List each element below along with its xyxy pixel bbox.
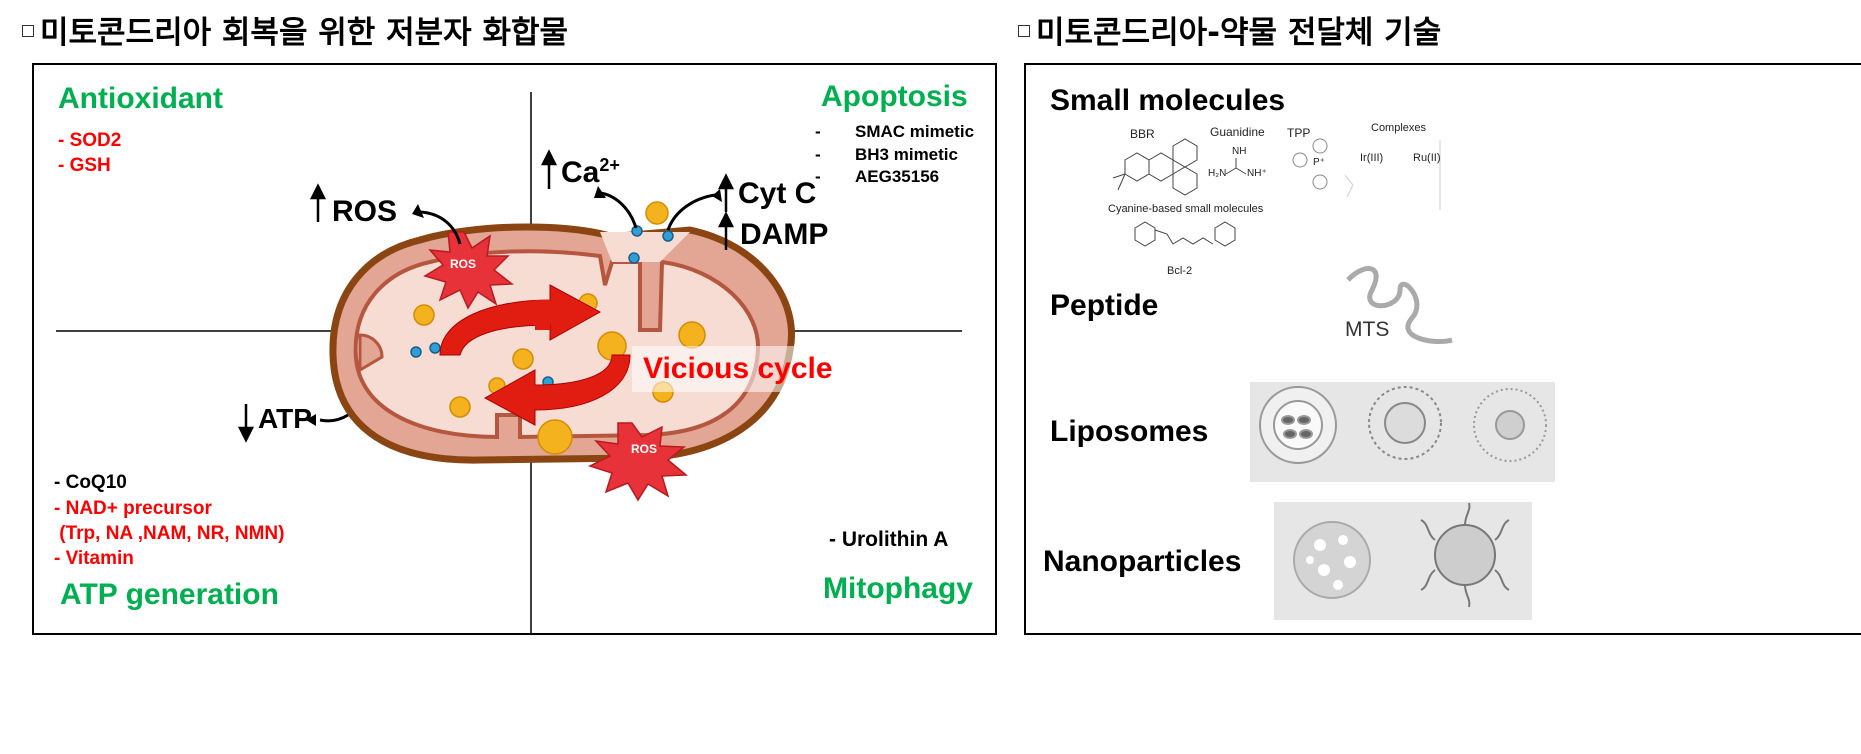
antioxidant-item-sod2: - SOD2 (58, 130, 122, 151)
mitochondria-diagram (56, 92, 962, 634)
nanoparticles-title: Nanoparticles (1043, 545, 1242, 578)
damp-label: DAMP (740, 218, 829, 251)
left-heading-text: 미토콘드리아 회복을 위한 저분자 화합물 (40, 15, 569, 51)
atp-item-nad: - NAD+ precursor (54, 498, 212, 519)
mitophagy-item-urolithin: - Urolithin A (829, 528, 949, 551)
atp-item-vitamin: - Vitamin (54, 548, 134, 569)
guanidine-structure (1225, 158, 1247, 175)
nanoparticle-1 (1293, 521, 1371, 599)
ros-increase-label: ROS (332, 195, 398, 228)
mts-peptide-squiggle (1346, 266, 1453, 345)
tpp-label: TPP (1287, 126, 1311, 140)
indicator-arrows (237, 149, 735, 443)
tpp-structure (1292, 138, 1328, 190)
apoptosis-dash-3: - (815, 167, 821, 186)
tpp-p-plus-label: P⁺ (1313, 157, 1325, 168)
apoptosis-item-aeg: AEG35156 (855, 167, 940, 186)
ros-burst-lower (588, 422, 688, 502)
atp-generation-title: ATP generation (60, 578, 279, 611)
square-bullet-icon (1018, 25, 1030, 37)
mitophagy-title: Mitophagy (823, 572, 973, 605)
bcl2-label: Bcl-2 (1167, 265, 1193, 277)
vicious-cycle-label: Vicious cycle (643, 352, 833, 385)
release-arrows (319, 191, 716, 423)
liposome-2 (1368, 386, 1442, 460)
right-panel-graphics (1112, 138, 1555, 620)
calcium-charge: 2+ (599, 155, 620, 175)
guanidine-h2n-label: H₂N (1208, 168, 1227, 179)
ros-burst-upper-label: ROS (450, 257, 477, 271)
liposome-1 (1259, 386, 1337, 464)
mts-label: MTS (1345, 318, 1390, 341)
arrowheads (306, 186, 722, 426)
cyanine-label: Cyanine-based small molecules (1108, 203, 1264, 215)
left-panel-box (32, 63, 997, 635)
bbr-structure (1112, 138, 1198, 196)
ru-label: Ru(II) (1413, 152, 1441, 164)
guanidine-nh-label: NH (1232, 146, 1247, 157)
guanidine-nh-plus-label: NH⁺ (1247, 168, 1267, 179)
cyanine-structure (1134, 221, 1236, 247)
apoptosis-dash-2: - (815, 145, 821, 164)
atp-decrease-label: ATP (258, 403, 312, 434)
ros-burst-lower-label: ROS (631, 442, 658, 456)
right-panel-box (1024, 63, 1861, 635)
apoptosis-dash-1: - (815, 122, 821, 141)
cycle-arrow-bottom (483, 354, 631, 426)
square-bullet-icon (22, 25, 34, 37)
left-panel-heading: 미토콘드리아 회복을 위한 저분자 화합물 (22, 18, 568, 49)
liposome-3 (1473, 388, 1547, 462)
complexes-structure (1344, 140, 1441, 210)
ros-burst-upper (423, 231, 515, 310)
liposomes-title: Liposomes (1050, 415, 1209, 448)
cyt-c-label: Cyt C (738, 177, 817, 210)
right-panel-heading: 미토콘드리아-약물 전달체 기술 (1018, 18, 1441, 49)
bbr-label: BBR (1130, 127, 1155, 141)
atp-item-precursors: (Trp, NA ,NAM, NR, NMN) (54, 523, 285, 544)
nanoparticle-2 (1420, 502, 1510, 608)
atp-item-coq10: - CoQ10 (54, 472, 127, 493)
right-heading-text: 미토콘드리아-약물 전달체 기술 (1036, 15, 1442, 51)
antioxidant-item-gsh: - GSH (58, 155, 111, 176)
guanidine-label: Guanidine (1210, 125, 1265, 139)
calcium-increase-label: Ca2+ (561, 155, 620, 190)
antioxidant-title: Antioxidant (58, 82, 223, 115)
complexes-label: Complexes (1371, 122, 1427, 134)
ir-label: Ir(III) (1360, 152, 1384, 164)
apoptosis-item-smac: SMAC mimetic (855, 122, 975, 141)
apoptosis-item-bh3: BH3 mimetic (855, 145, 958, 164)
peptide-title: Peptide (1050, 289, 1159, 322)
vicious-cycle-highlight (632, 346, 832, 392)
apoptosis-title: Apoptosis (821, 80, 968, 113)
crista-left (358, 333, 384, 373)
cycle-arrow-head-left (535, 300, 550, 330)
small-molecules-title: Small molecules (1050, 84, 1286, 117)
cycle-arrow-top (439, 284, 602, 356)
calcium-text: Ca (561, 156, 600, 189)
